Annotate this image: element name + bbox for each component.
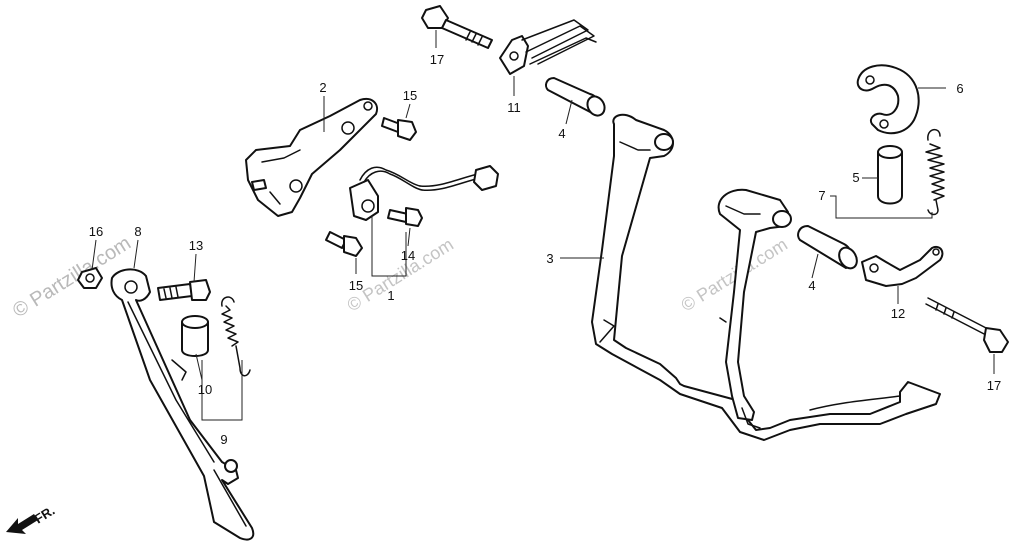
collar-4-upper xyxy=(545,77,606,117)
spring-9 xyxy=(221,296,251,377)
lead-8 xyxy=(133,239,139,269)
nut-16 xyxy=(77,267,103,289)
lead-14 xyxy=(407,227,411,247)
lead-4b xyxy=(811,253,819,279)
callout-1: 1 xyxy=(387,288,394,303)
callout-16: 16 xyxy=(89,224,103,239)
bracket-2 xyxy=(245,98,378,217)
callout-7: 7 xyxy=(818,188,825,203)
bolt-14 xyxy=(387,207,423,227)
collar-4-lower xyxy=(797,225,858,270)
callout-12: 12 xyxy=(891,306,905,321)
callout-3: 3 xyxy=(546,251,553,266)
front-arrow-icon xyxy=(6,514,38,534)
lead-1 xyxy=(371,216,407,277)
callout-15a: 15 xyxy=(403,88,417,103)
collar-5 xyxy=(877,145,903,205)
collar-10 xyxy=(181,315,209,357)
lead-4a xyxy=(565,99,573,125)
stud xyxy=(251,179,267,191)
front-indicator: FR. xyxy=(32,503,58,527)
callout-6: 6 xyxy=(956,81,963,96)
callout-14: 14 xyxy=(401,248,415,263)
bolt-15-upper xyxy=(381,117,417,141)
lead-13 xyxy=(193,253,197,283)
lead-10 xyxy=(195,353,203,381)
callout-13: 13 xyxy=(189,238,203,253)
plate-6 xyxy=(856,64,920,135)
callout-4b: 4 xyxy=(808,278,815,293)
callout-10: 10 xyxy=(198,382,212,397)
callout-2: 2 xyxy=(319,80,326,95)
callout-17b: 17 xyxy=(987,378,1001,393)
bolt-17-lower xyxy=(925,297,1009,353)
lead-16 xyxy=(91,239,97,271)
bolt-15-lower xyxy=(325,231,363,257)
callout-9: 9 xyxy=(220,432,227,447)
callout-5: 5 xyxy=(852,170,859,185)
callout-15b: 15 xyxy=(349,278,363,293)
stand-switch-1 xyxy=(349,165,499,221)
bolt-13 xyxy=(157,279,211,301)
side-stand xyxy=(110,268,255,541)
bracket-12 xyxy=(861,246,944,287)
callout-17a: 17 xyxy=(430,52,444,67)
callout-11: 11 xyxy=(507,100,521,115)
lead-15a xyxy=(405,103,411,119)
lead-9 xyxy=(201,360,243,421)
main-stand xyxy=(591,113,941,441)
spring-plate-11 xyxy=(499,19,597,75)
callout-4a: 4 xyxy=(558,126,565,141)
callout-8: 8 xyxy=(134,224,141,239)
bolt-17-upper xyxy=(421,5,493,49)
spring-7 xyxy=(925,128,945,216)
lead-7 xyxy=(830,195,933,219)
